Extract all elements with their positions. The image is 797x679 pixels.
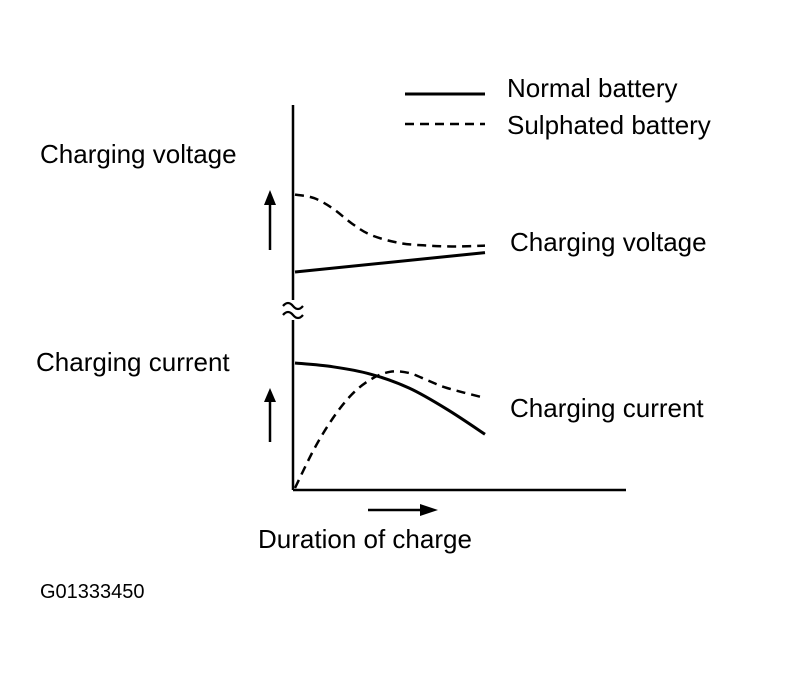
legend-label-sulphated: Sulphated battery [507,110,711,140]
series-line-current-normal [294,361,486,436]
y-label-current: Charging current [36,347,230,377]
right-arrow-icon [368,504,438,516]
axis-break-symbol [282,301,304,320]
up-arrow-icon [264,190,276,250]
x-axis-label: Duration of charge [258,524,472,554]
curve-label-current: Charging current [510,393,704,423]
y-label-voltage: Charging voltage [40,139,237,169]
legend-label-normal: Normal battery [507,73,678,103]
series-line-voltage-sulphated [294,193,486,248]
figure-code: G01333450 [40,581,145,603]
series-layer [293,193,486,489]
series-line-current-sulphated [293,370,486,489]
series-line-voltage-normal [294,251,486,274]
up-arrow-icon [264,388,276,442]
curve-label-voltage: Charging voltage [510,227,707,257]
